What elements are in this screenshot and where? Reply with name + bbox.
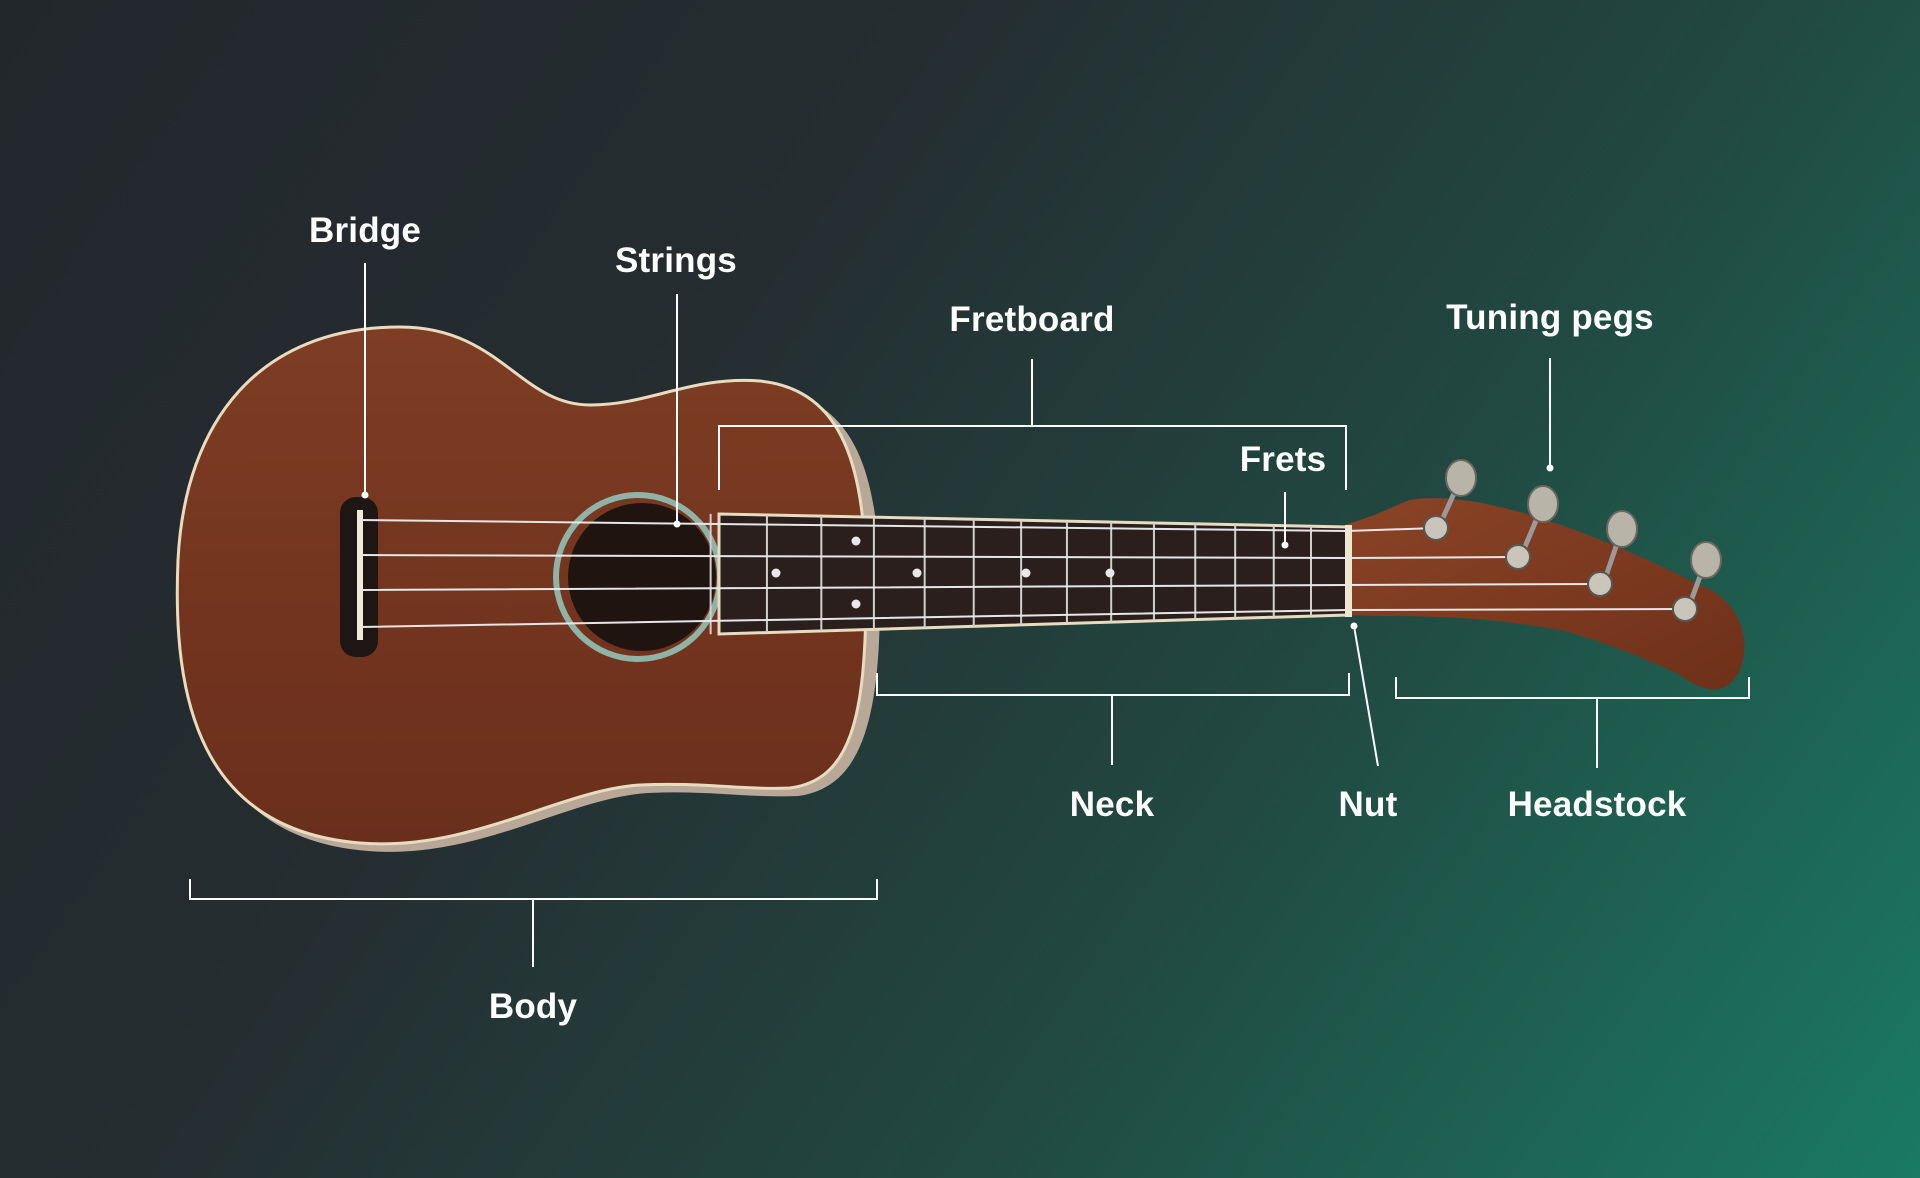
label-strings: Strings: [615, 241, 737, 280]
string: [359, 608, 1686, 628]
label-body: Body: [488, 987, 578, 1026]
label-tuning-pegs: Tuning pegs: [1446, 298, 1654, 337]
headstock: [1347, 498, 1745, 690]
saddle: [357, 510, 363, 640]
dot: [361, 491, 369, 499]
dot: [1350, 622, 1358, 630]
nut-leader: [1353, 625, 1379, 767]
tuning-peg-post: [1505, 544, 1531, 570]
soundhole: [568, 503, 716, 651]
string: [359, 583, 1601, 591]
tuning-peg-knob: [1527, 485, 1559, 523]
dot: [673, 520, 681, 528]
tuning-peg-knob: [1445, 459, 1477, 497]
fret-inlay: [912, 568, 922, 578]
tuning-peg-knob: [1606, 510, 1638, 548]
nut: [1345, 525, 1352, 617]
dot: [1546, 464, 1554, 472]
annotation-dots: [361, 464, 1554, 630]
tuning-peg-post: [1423, 515, 1449, 541]
fret-inlay: [1021, 568, 1031, 578]
label-fretboard: Fretboard: [949, 300, 1115, 339]
label-nut: Nut: [1338, 785, 1398, 824]
string: [359, 519, 1437, 533]
body-bracket: [189, 879, 878, 900]
string: [359, 554, 1519, 560]
label-neck: Neck: [1069, 785, 1155, 824]
label-bridge: Bridge: [308, 211, 422, 250]
fret-inlay: [851, 536, 861, 546]
tuning-peg-post: [1587, 571, 1613, 597]
ukulele-body: [175, 325, 868, 846]
neck-bracket: [876, 673, 1350, 696]
headstock-bracket: [1395, 677, 1750, 699]
ukulele: [175, 325, 1745, 852]
label-frets: Frets: [1239, 440, 1327, 479]
annotation-lines: [189, 263, 1750, 967]
fret-inlay: [771, 568, 781, 578]
tuning-peg-post: [1672, 596, 1698, 622]
fret-inlay: [851, 599, 861, 609]
fret-inlay: [1105, 568, 1115, 578]
tuning-peg-knob: [1690, 541, 1722, 579]
fretboard-bracket: [718, 425, 1347, 490]
label-headstock: Headstock: [1507, 785, 1687, 824]
dot: [1281, 541, 1289, 549]
